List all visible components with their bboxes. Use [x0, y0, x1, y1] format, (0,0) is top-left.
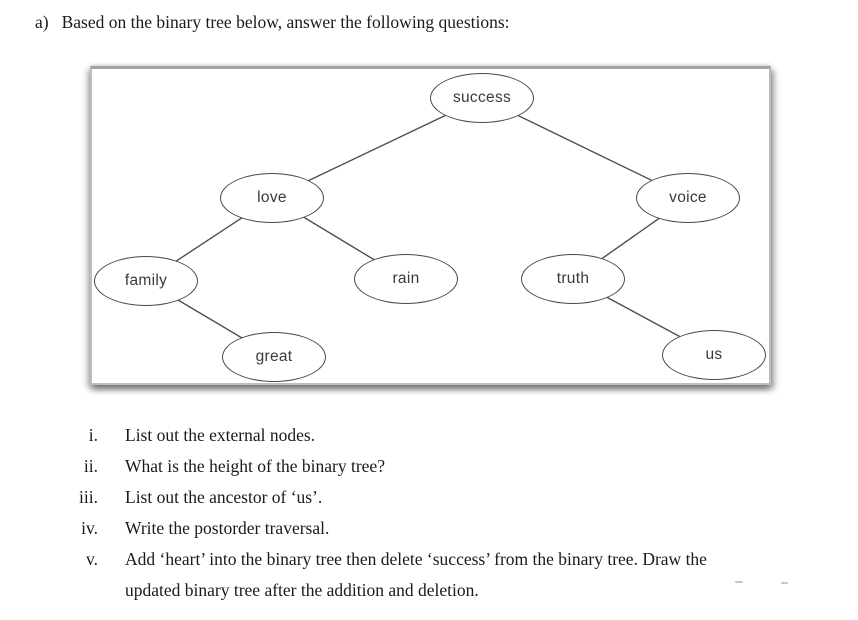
question-header: a) Based on the binary tree below, answe… [35, 10, 510, 34]
question-line: What is the height of the binary tree? [125, 456, 385, 476]
binary-tree-figure: success love voice family rain truth gre… [90, 66, 771, 385]
tree-node-truth: truth [521, 254, 625, 304]
question-text: Add ‘heart’ into the binary tree then de… [125, 544, 707, 606]
tree-node-label: success [452, 89, 512, 106]
question-header-text: Based on the binary tree below, answer t… [61, 12, 510, 32]
question-item-iii: iii. List out the ancestor of ‘us’. [40, 482, 820, 513]
tree-node-label: love [257, 189, 287, 206]
tree-node-success: success [430, 73, 534, 123]
questions-list: i. List out the external nodes. ii. What… [40, 420, 820, 606]
tree-node-love: love [220, 173, 324, 223]
question-text: List out the external nodes. [125, 420, 315, 451]
question-text: Write the postorder traversal. [125, 513, 329, 544]
question-item-i: i. List out the external nodes. [40, 420, 820, 451]
question-numeral: v. [86, 549, 98, 569]
tree-node-label: voice [669, 189, 707, 206]
tree-node-great: great [222, 332, 326, 382]
question-item-iv: iv. Write the postorder traversal. [40, 513, 820, 544]
question-line: List out the ancestor of ‘us’. [125, 487, 323, 507]
question-line: Add ‘heart’ into the binary tree then de… [125, 549, 707, 569]
question-item-v: v. Add ‘heart’ into the binary tree then… [40, 544, 820, 606]
question-numeral: i. [88, 425, 98, 445]
tree-edges-layer [145, 97, 715, 358]
question-numeral: ii. [83, 456, 98, 476]
tree-node-label: rain [392, 270, 420, 287]
tree-node-label: great [255, 348, 293, 365]
question-line: updated binary tree after the addition a… [125, 580, 479, 600]
tree-node-rain: rain [354, 254, 458, 304]
scan-artifact-mark [735, 581, 743, 583]
question-line: List out the external nodes. [125, 425, 316, 445]
tree-node-label: family [124, 272, 168, 289]
tree-node-label: us [705, 346, 723, 363]
tree-node-family: family [94, 256, 198, 306]
question-numeral: iv. [81, 518, 98, 538]
question-text: What is the height of the binary tree? [125, 451, 385, 482]
tree-node-us: us [662, 330, 766, 380]
question-line: Write the postorder traversal. [125, 518, 330, 538]
question-numeral: iii. [79, 487, 98, 507]
scan-artifact-mark [781, 582, 788, 584]
question-text: List out the ancestor of ‘us’. [125, 482, 322, 513]
tree-node-label: truth [556, 270, 590, 287]
question-header-marker: a) [35, 12, 49, 32]
question-item-ii: ii. What is the height of the binary tre… [40, 451, 820, 482]
tree-node-voice: voice [636, 173, 740, 223]
